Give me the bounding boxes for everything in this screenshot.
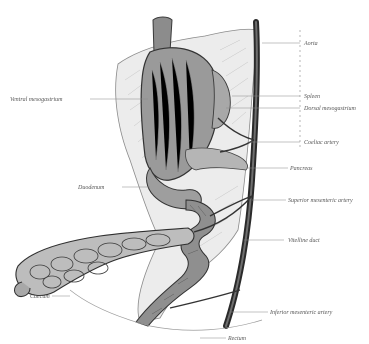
label-aorta: Aorta <box>303 41 318 47</box>
label-duodenum: Duodenum <box>77 185 105 191</box>
label-vitelline-duct: Vitelline duct <box>288 238 320 244</box>
label-spleen: Spleen <box>304 94 320 100</box>
label-rectum: Rectum <box>227 336 247 342</box>
label-coeliac-artery: Coeliac artery <box>304 140 339 146</box>
label-inferior-mesenteric-artery: Inferior mesenteric artery <box>269 309 333 316</box>
label-caecum: Caecum <box>30 294 50 300</box>
label-dorsal-mesogastrium: Dorsal mesogastrium <box>303 106 357 112</box>
label-pancreas: Pancreas <box>289 166 313 172</box>
label-superior-mesenteric-artery: Superior mesenteric artery <box>288 198 353 204</box>
label-ventral-mesogastrium: Ventral mesogastrium <box>10 97 63 103</box>
